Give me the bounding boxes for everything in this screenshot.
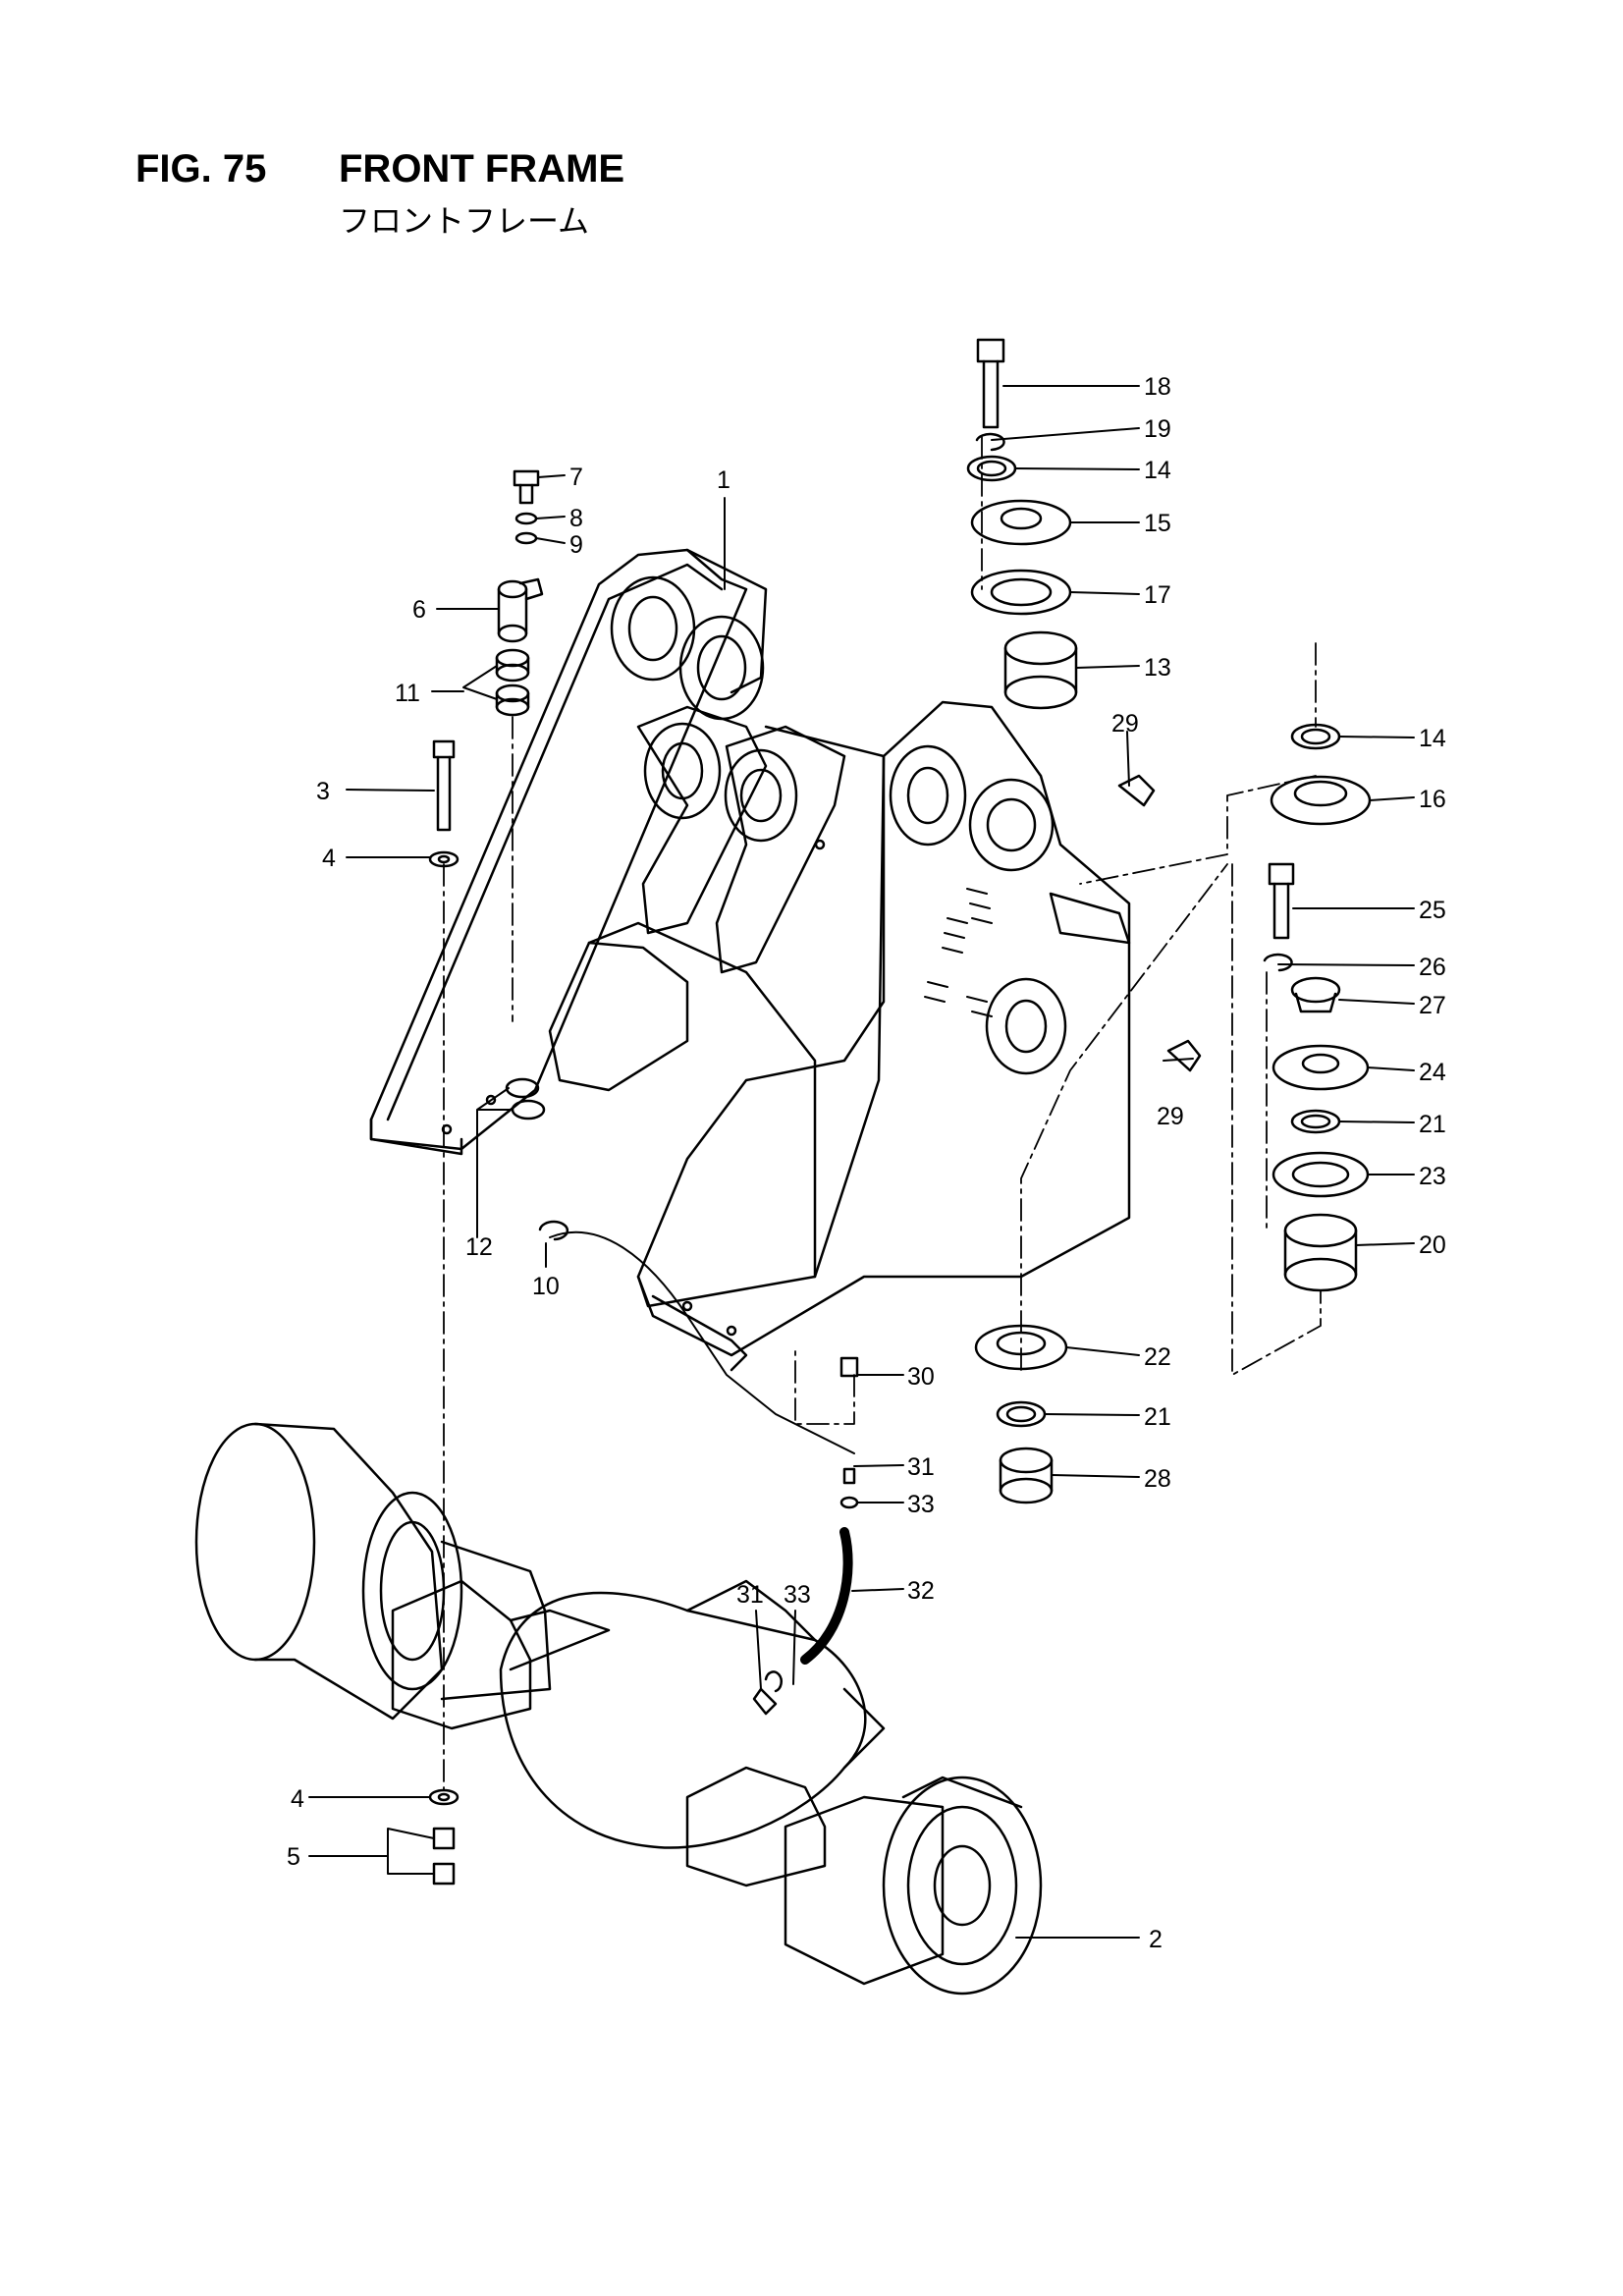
- callout-21: 21: [1419, 1111, 1446, 1138]
- callout-5: 5: [287, 1843, 300, 1871]
- axle-assembly: [194, 1422, 1043, 1995]
- callout-28: 28: [1144, 1465, 1171, 1493]
- leader-lines: [308, 385, 1415, 1939]
- callout-2: 2: [1149, 1926, 1163, 1953]
- upper-pin-stack: [966, 338, 1078, 710]
- lower-pin-stack: [1263, 723, 1372, 1292]
- assembly-axes: [443, 436, 1322, 1790]
- callout-33: 33: [907, 1491, 935, 1518]
- callout-8: 8: [569, 505, 583, 532]
- callout-10: 10: [532, 1273, 560, 1300]
- callout-7: 7: [569, 464, 583, 491]
- callout-25: 25: [1419, 897, 1446, 924]
- hose-assembly: [549, 1230, 859, 1716]
- callout-3: 3: [316, 778, 330, 805]
- callout-29: 29: [1111, 710, 1139, 738]
- callout-15: 15: [1144, 510, 1171, 537]
- callout-11: 11: [395, 680, 420, 707]
- callout-23: 23: [1419, 1163, 1446, 1190]
- callout-labels: 18 19 14 15 17 13 29 14 16 25 26 27 24 2…: [287, 373, 1446, 1953]
- callout-14: 14: [1419, 725, 1446, 752]
- callout-27: 27: [1419, 992, 1446, 1019]
- callout-32: 32: [907, 1577, 935, 1605]
- callout-20: 20: [1419, 1231, 1446, 1259]
- callout-26: 26: [1419, 954, 1446, 981]
- callout-31: 31: [907, 1453, 935, 1481]
- callout-22: 22: [1144, 1343, 1171, 1371]
- callout-14: 14: [1144, 457, 1171, 484]
- front-frame: [369, 548, 1131, 1372]
- callout-12: 12: [465, 1233, 493, 1261]
- callout-4: 4: [322, 845, 336, 872]
- callout-19: 19: [1144, 415, 1171, 443]
- callout-18: 18: [1144, 373, 1171, 401]
- callout-29: 29: [1157, 1103, 1184, 1130]
- callout-24: 24: [1419, 1059, 1446, 1086]
- callout-21: 21: [1144, 1403, 1171, 1431]
- callout-30: 30: [907, 1363, 935, 1391]
- callout-6: 6: [412, 596, 426, 624]
- callout-33: 33: [784, 1581, 811, 1609]
- callout-4: 4: [291, 1785, 304, 1813]
- callout-13: 13: [1144, 654, 1171, 682]
- callout-17: 17: [1144, 581, 1171, 609]
- grease-fittings: [1117, 774, 1202, 1072]
- page-subtitle-jp: フロントフレーム: [339, 202, 590, 240]
- page-title: FRONT FRAME: [339, 147, 625, 191]
- callout-31: 31: [736, 1581, 764, 1609]
- figure-number: FIG. 75: [135, 147, 267, 191]
- callout-16: 16: [1419, 786, 1446, 813]
- callout-1: 1: [717, 466, 730, 494]
- left-hardware: [428, 469, 569, 1886]
- callout-9: 9: [569, 531, 583, 559]
